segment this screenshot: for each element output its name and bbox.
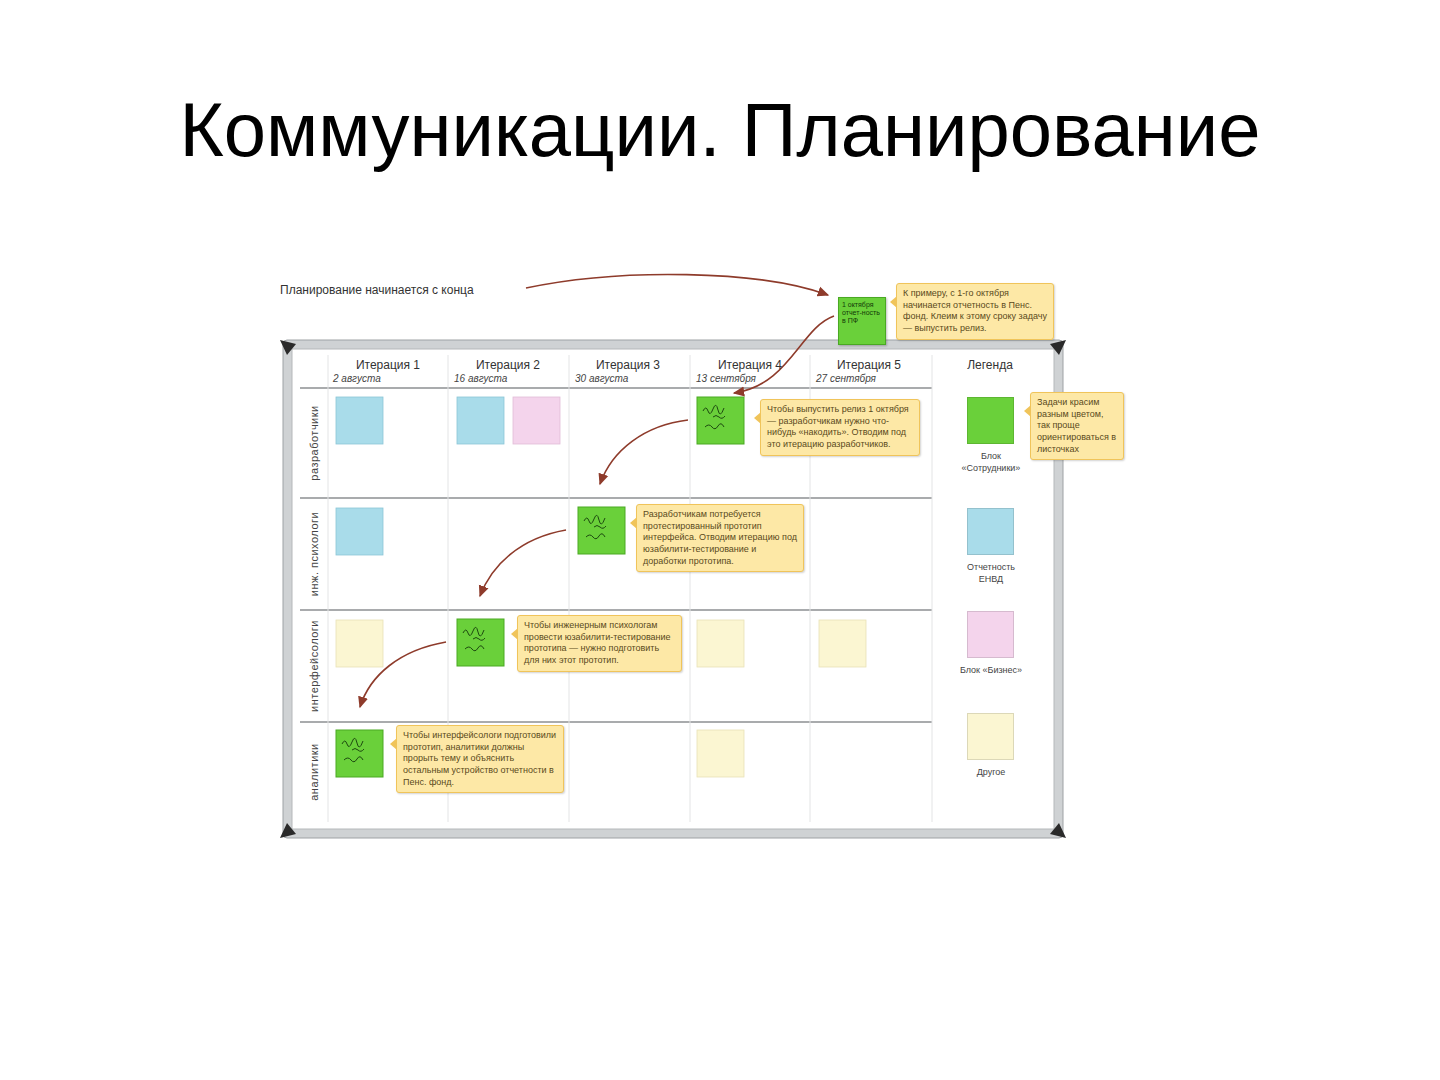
column-header: Итерация 4 <box>718 358 782 372</box>
note-callout: Задачи красим разным цветом, так проще о… <box>1030 392 1124 460</box>
row-label: разработчики <box>308 405 320 480</box>
deadline-sticky: 1 октября отчет-ность в ПФ <box>838 297 886 345</box>
legend-header: Легенда <box>967 358 1013 372</box>
note-text: Чтобы инженерным психологам провести юза… <box>524 620 675 667</box>
board-surface <box>292 349 1054 829</box>
row-label: аналитики <box>308 743 320 801</box>
column-date: 2 августа <box>333 373 381 384</box>
legend-swatch <box>967 397 1014 444</box>
note-callout: Чтобы инженерным психологам провести юза… <box>517 615 682 672</box>
legend-swatch <box>967 508 1014 555</box>
note-text: К примеру, с 1-го октября начинается отч… <box>903 288 1047 335</box>
note-callout: К примеру, с 1-го октября начинается отч… <box>896 283 1054 340</box>
note-text: Задачи красим разным цветом, так проще о… <box>1037 397 1117 455</box>
column-date: 30 августа <box>575 373 628 384</box>
grid-columns <box>328 355 932 822</box>
column-date: 16 августа <box>454 373 507 384</box>
legend-swatch <box>967 713 1014 760</box>
legend-text: Отчетность ЕНВД <box>954 562 1028 585</box>
note-callout: Чтобы выпустить релиз 1 октября — разраб… <box>760 399 920 456</box>
legend-text: Блок «Сотрудники» <box>954 451 1028 474</box>
note-text: Чтобы интерфейсологи подготовили прототи… <box>403 730 557 788</box>
grid-rows <box>300 388 932 722</box>
column-header: Итерация 5 <box>837 358 901 372</box>
board-corners <box>280 340 1066 838</box>
note-text: 1 октября отчет-ность в ПФ <box>842 301 882 325</box>
column-header: Итерация 3 <box>596 358 660 372</box>
note-callout: Разработчикам потребуется протестированн… <box>636 504 804 572</box>
lead-note: Планирование начинается с конца <box>280 283 474 297</box>
board-frame <box>283 340 1063 838</box>
note-text: Разработчикам потребуется протестированн… <box>643 509 797 567</box>
note-callout: Чтобы интерфейсологи подготовили прототи… <box>396 725 564 793</box>
column-header: Итерация 2 <box>476 358 540 372</box>
planning-arrows <box>360 274 834 707</box>
row-label: интерфейсологи <box>308 620 320 712</box>
legend-text: Другое <box>954 767 1028 779</box>
note-text: Чтобы выпустить релиз 1 октября — разраб… <box>767 404 913 451</box>
row-label: инж. психологи <box>308 512 320 596</box>
column-date: 13 сентября <box>696 373 756 384</box>
legend-text: Блок «Бизнес» <box>954 665 1028 677</box>
legend-swatch <box>967 611 1014 658</box>
slide-title: Коммуникации. Планирование <box>0 88 1440 172</box>
column-header: Итерация 1 <box>356 358 420 372</box>
task-stickies <box>336 397 744 777</box>
column-date: 27 сентября <box>816 373 876 384</box>
